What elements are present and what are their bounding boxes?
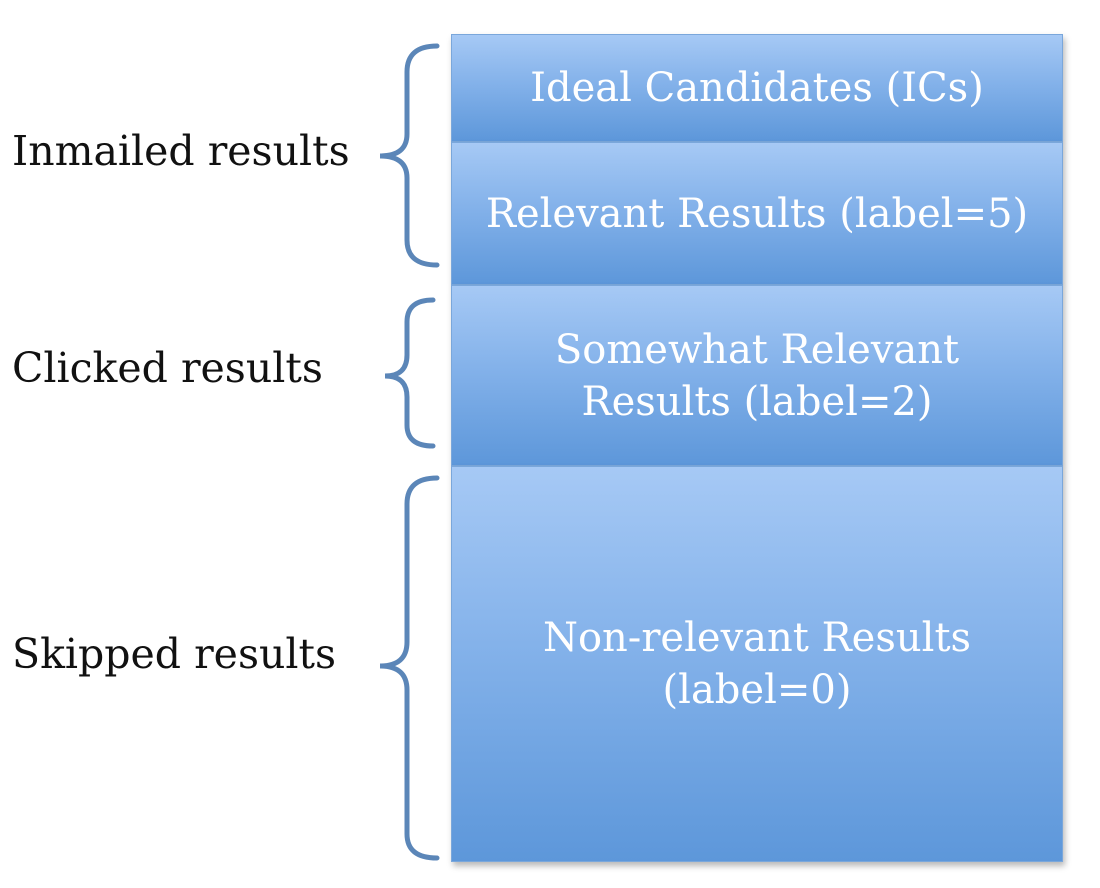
tier-ideal-candidates-label: Ideal Candidates (ICs) [530,65,984,111]
tier-ideal-candidates: Ideal Candidates (ICs) [451,34,1063,142]
clicked-brace-icon [384,297,436,449]
tier-non-relevant-results: Non-relevant Results (label=0) [451,466,1063,862]
inmailed-brace-icon [379,43,440,268]
inmailed-results-label: Inmailed results [12,127,350,175]
skipped-results-label: Skipped results [12,630,337,678]
clicked-results-label: Clicked results [12,344,323,392]
tier-non-relevant-results-label: Non-relevant Results (label=0) [542,615,972,713]
skipped-brace-icon [379,475,440,861]
tier-relevant-results-label: Relevant Results (label=5) [485,190,1029,237]
tier-somewhat-relevant-results-label: Somewhat Relevant Results (label=2) [554,326,960,425]
tier-relevant-results: Relevant Results (label=5) [451,142,1063,285]
tier-somewhat-relevant-results: Somewhat Relevant Results (label=2) [451,285,1063,466]
